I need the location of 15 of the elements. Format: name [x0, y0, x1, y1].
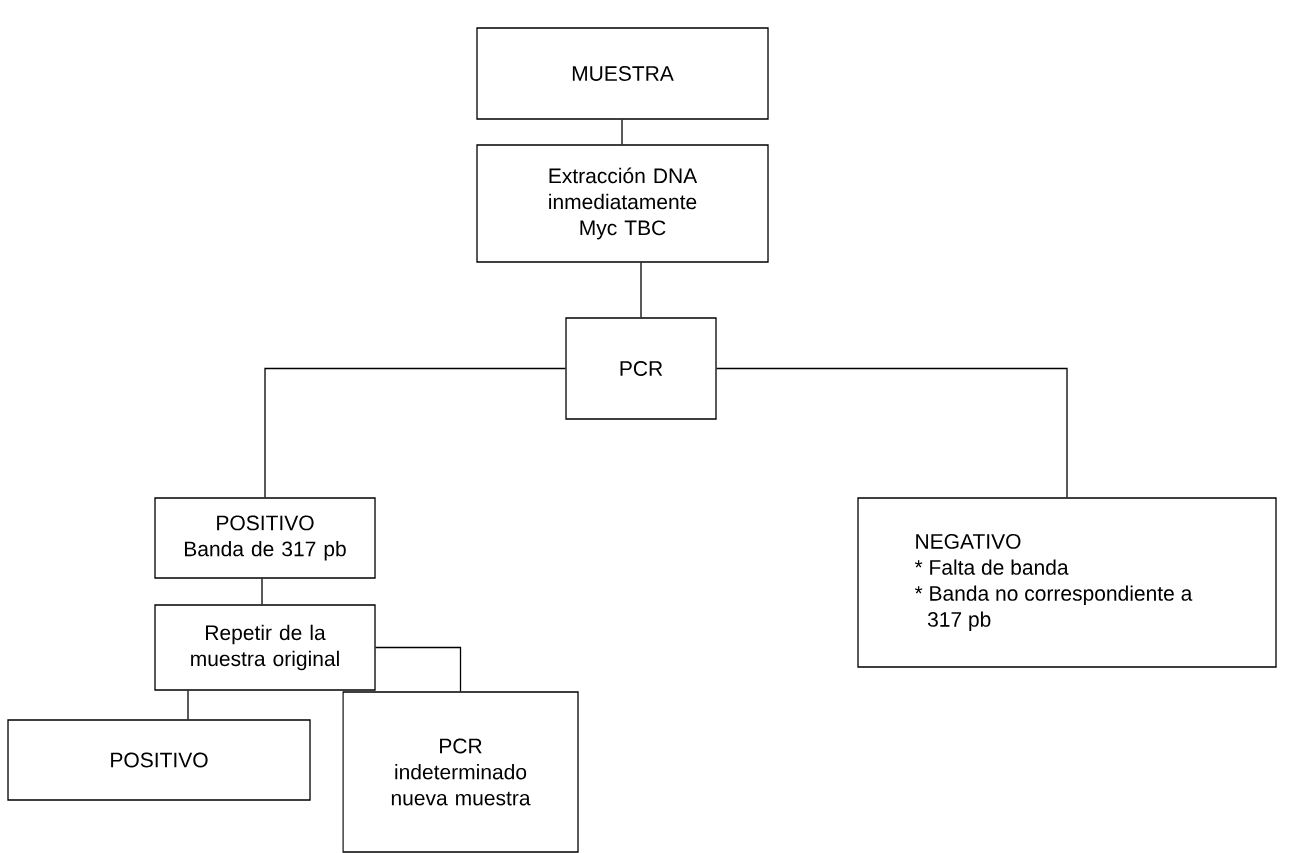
process-box: POSITIVO [7, 719, 311, 801]
connector-line [261, 578, 263, 605]
process-box: MUESTRA [476, 27, 769, 120]
process-box: PCR [565, 317, 717, 420]
process-box: POSITIVO Banda de 317 pb [154, 497, 376, 579]
process-box: NEGATIVO * Falta de banda * Banda no correspondiente a 317 pb [857, 497, 1277, 668]
connector-line [375, 646, 462, 692]
process-box: Repetir de la muestra original [154, 604, 376, 691]
connector-line [264, 367, 566, 498]
process-box: Extracción DNA inmediatamente Myc TBC [476, 144, 769, 263]
connector-line [716, 367, 1068, 498]
process-box: PCR indeterminado nueva muestra [342, 691, 579, 853]
connector-line [640, 262, 642, 318]
connector-line [621, 119, 623, 145]
connector-line [187, 690, 189, 720]
